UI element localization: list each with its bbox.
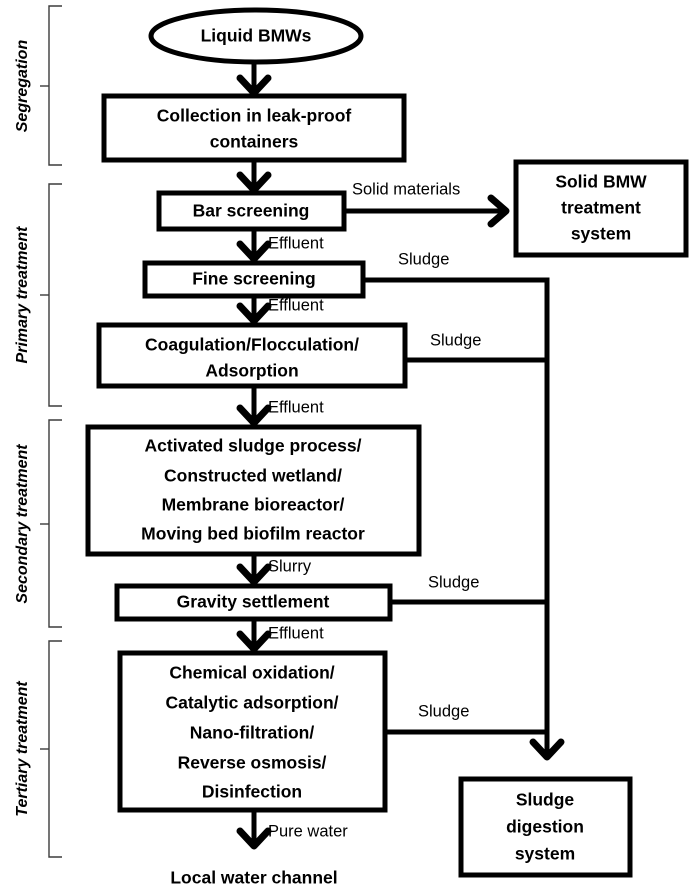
node-label-liquid-bmws: Liquid BMWs <box>201 26 312 46</box>
section-label-segregation: Segregation <box>14 40 31 133</box>
node-label-collection-line1: Collection in leak-proof <box>157 106 352 126</box>
edge-secondary-to-gravity <box>236 553 272 586</box>
edge-label-slurry: Slurry <box>268 557 312 575</box>
edge-label-effluent-bar: Effluent <box>268 234 324 252</box>
edge-label-effluent-fine: Effluent <box>268 296 324 314</box>
edge-tertiary-to-outlet <box>236 810 272 850</box>
edge-bar-to-fine <box>236 228 272 263</box>
edge-label-sludge-gravity: Sludge <box>428 573 479 591</box>
edge-collection-to-bar <box>236 160 272 194</box>
node-label-solid-bmw-line3: system <box>571 224 631 244</box>
node-sludge-digestion-system[interactable]: Sludge digestion system <box>458 776 633 878</box>
node-label-solid-bmw-line1: Solid BMW <box>555 172 647 192</box>
section-bracket-segregation <box>40 5 62 166</box>
section-label-primary: Primary treatment <box>14 226 31 364</box>
node-label-gravity-settlement: Gravity settlement <box>177 592 330 612</box>
node-secondary-processes[interactable]: Activated sludge process/ Constructed we… <box>85 424 422 557</box>
node-local-water-channel[interactable]: Local water channel <box>130 862 380 892</box>
edge-label-pure-water: Pure water <box>268 822 348 840</box>
node-liquid-bmws[interactable]: Liquid BMWs <box>148 7 364 65</box>
node-label-secondary-line1: Activated sludge process/ <box>145 436 362 456</box>
edge-source-to-collection <box>236 62 272 97</box>
node-label-local-water-channel: Local water channel <box>170 868 337 888</box>
edge-label-sludge-coagulation: Sludge <box>430 331 481 349</box>
section-bracket-primary <box>40 183 62 407</box>
section-label-secondary: Secondary treatment <box>14 444 31 604</box>
node-label-bar-screening: Bar screening <box>193 201 310 221</box>
node-tertiary-processes[interactable]: Chemical oxidation/ Catalytic adsorption… <box>117 650 388 813</box>
edge-label-effluent-gravity: Effluent <box>268 624 324 642</box>
node-gravity-settlement[interactable]: Gravity settlement <box>114 583 393 622</box>
edge-label-solid-materials: Solid materials <box>352 180 460 198</box>
node-label-collection-line2: containers <box>210 132 299 152</box>
node-label-sludge-digestion-line3: system <box>515 844 575 864</box>
edge-bar-to-solid-bmw <box>342 194 510 228</box>
node-solid-bmw-treatment-system[interactable]: Solid BMW treatment system <box>513 159 689 258</box>
node-fine-screening[interactable]: Fine screening <box>142 260 366 299</box>
node-label-secondary-line4: Moving bed biofilm reactor <box>141 524 365 544</box>
edge-label-sludge-tertiary: Sludge <box>418 702 469 720</box>
node-label-fine-screening: Fine screening <box>192 269 316 289</box>
node-label-solid-bmw-line2: treatment <box>561 198 641 218</box>
section-label-tertiary: Tertiary treatment <box>14 681 31 817</box>
node-bar-screening[interactable]: Bar screening <box>156 190 347 232</box>
edge-fine-to-sludge-digestion <box>363 277 565 761</box>
node-label-sludge-digestion-line2: digestion <box>506 817 584 837</box>
node-label-tertiary-line1: Chemical oxidation/ <box>169 663 334 683</box>
node-label-secondary-line2: Constructed wetland/ <box>164 466 342 486</box>
node-label-tertiary-line2: Catalytic adsorption/ <box>165 693 338 713</box>
section-bracket-tertiary <box>40 640 62 858</box>
node-label-tertiary-line5: Disinfection <box>202 782 302 802</box>
node-coagulation[interactable]: Coagulation/Flocculation/ Adsorption <box>96 322 408 389</box>
edge-coagulation-to-secondary <box>236 385 272 427</box>
node-label-coagulation-line2: Adsorption <box>205 361 298 381</box>
node-label-secondary-line3: Membrane bioreactor/ <box>162 495 345 515</box>
edge-label-effluent-coagulation: Effluent <box>268 398 324 416</box>
node-label-tertiary-line4: Reverse osmosis/ <box>178 753 327 773</box>
section-bracket-secondary <box>40 419 62 628</box>
node-label-tertiary-line3: Nano-filtration/ <box>190 723 315 743</box>
edge-label-sludge-fine: Sludge <box>398 250 449 268</box>
node-label-sludge-digestion-line1: Sludge <box>516 790 575 810</box>
node-collection[interactable]: Collection in leak-proof containers <box>101 93 407 163</box>
node-label-coagulation-line1: Coagulation/Flocculation/ <box>145 335 359 355</box>
edge-gravity-to-tertiary <box>236 618 272 653</box>
